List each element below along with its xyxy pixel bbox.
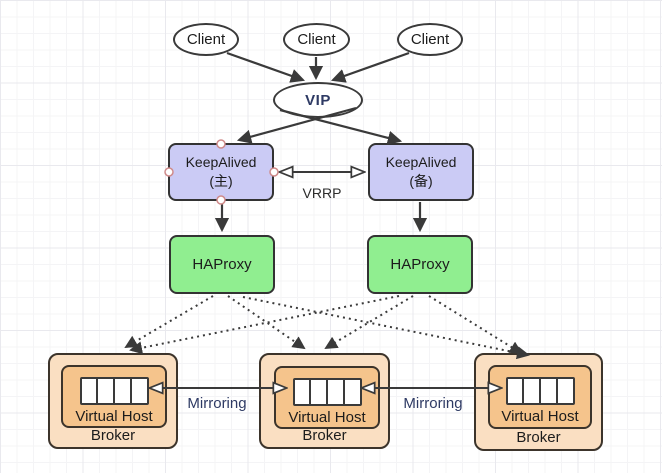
queue-cell — [541, 379, 558, 403]
virtual-host-box-3[interactable]: Virtual Host — [488, 365, 592, 429]
queue-cell — [344, 380, 360, 404]
vip-label: VIP — [305, 91, 331, 109]
keepalived-main-label: KeepAlived — [185, 154, 257, 170]
client-node-2[interactable]: Client — [283, 23, 350, 56]
broker-label: Broker — [516, 429, 561, 446]
virtual-host-label: Virtual Host — [288, 409, 366, 426]
queue-cell — [328, 380, 345, 404]
haproxy-right-label: HAProxy — [390, 256, 450, 273]
broker-node-1[interactable]: Virtual Host Broker — [48, 353, 178, 449]
client-node-1[interactable]: Client — [173, 23, 239, 56]
virtual-host-box-1[interactable]: Virtual Host — [61, 365, 167, 428]
broker-node-2[interactable]: Virtual Host Broker — [259, 353, 390, 449]
queue-cell — [311, 380, 328, 404]
virtual-host-label: Virtual Host — [501, 408, 579, 425]
queue-cell — [98, 379, 115, 403]
keepalived-main-node[interactable]: KeepAlived (主) — [168, 143, 274, 201]
edge-client3-vip — [330, 51, 410, 83]
keepalived-backup-node[interactable]: KeepAlived (备) — [368, 143, 474, 201]
virtual-host-label: Virtual Host — [75, 408, 153, 425]
broker-label: Broker — [90, 427, 136, 444]
edge-haproxyR-broker1 — [129, 295, 400, 355]
vip-node[interactable]: VIP — [273, 82, 363, 118]
queue-cell — [81, 379, 99, 403]
edge-haproxyL-broker3 — [242, 296, 530, 360]
haproxy-right-node[interactable]: HAProxy — [367, 235, 473, 294]
mirroring-edge-label-1: Mirroring — [187, 395, 247, 412]
virtual-host-box-2[interactable]: Virtual Host — [274, 366, 380, 429]
queue-cell — [507, 379, 525, 403]
queue-cell — [294, 380, 312, 404]
edge-haproxyR-broker3 — [428, 295, 523, 355]
keepalived-backup-role: (备) — [409, 173, 433, 189]
queue-icon — [505, 377, 575, 405]
edge-haproxyL-broker2 — [227, 295, 306, 350]
client-node-3[interactable]: Client — [397, 23, 463, 56]
broker-node-3[interactable]: Virtual Host Broker — [474, 353, 603, 451]
mirroring-edge-label-2: Mirroring — [403, 395, 463, 412]
client-label: Client — [186, 31, 226, 48]
edge-client1-vip — [226, 51, 306, 83]
queue-cell — [524, 379, 541, 403]
client-label: Client — [297, 31, 336, 48]
keepalived-backup-label: KeepAlived — [385, 154, 457, 170]
edge-haproxyL-broker1 — [124, 295, 214, 348]
queue-icon — [79, 377, 149, 405]
queue-cell — [557, 379, 573, 403]
client-label: Client — [410, 31, 450, 48]
haproxy-left-label: HAProxy — [192, 256, 252, 273]
edge-haproxyR-broker2 — [324, 295, 414, 350]
queue-icon — [292, 378, 362, 406]
vrrp-edge-label: VRRP — [302, 185, 342, 201]
queue-cell — [115, 379, 132, 403]
keepalived-main-role: (主) — [209, 173, 233, 189]
queue-cell — [131, 379, 147, 403]
broker-label: Broker — [302, 427, 347, 444]
haproxy-left-node[interactable]: HAProxy — [169, 235, 275, 294]
